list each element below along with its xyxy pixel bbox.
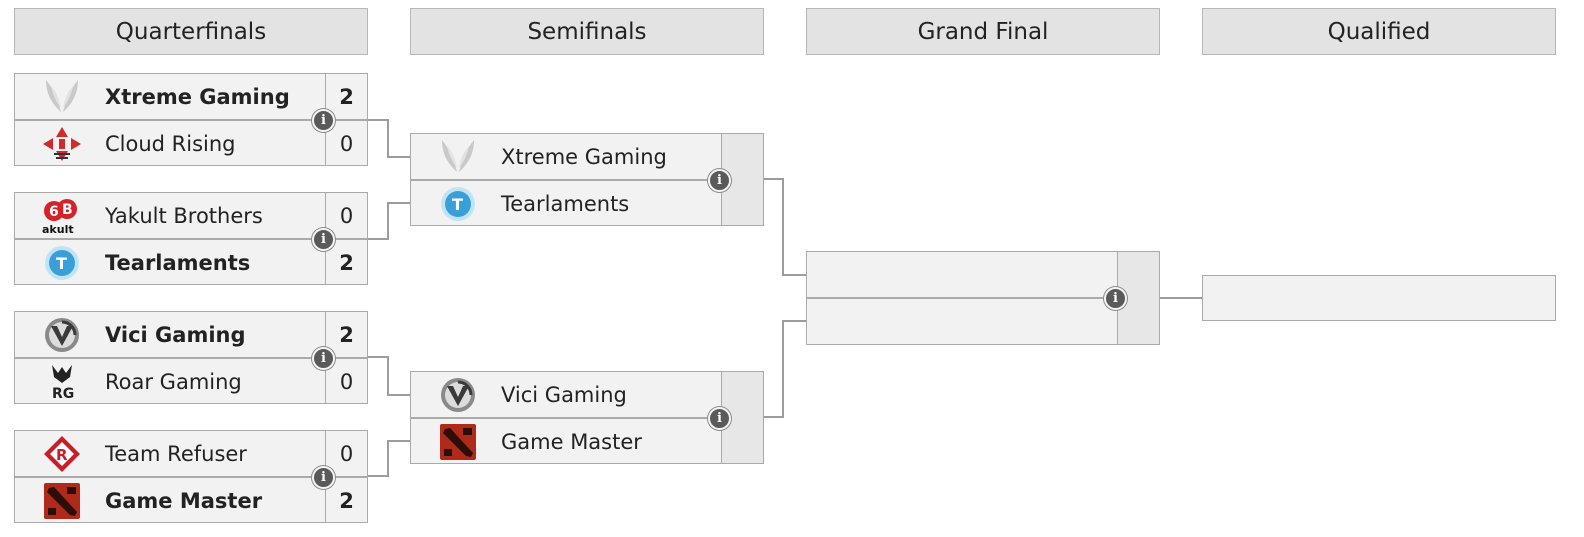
connector-line — [387, 202, 410, 204]
qf-match-4: R Team Refuser 0 Game Master 2 i — [14, 430, 368, 523]
team-name: Tearlaments — [105, 250, 251, 275]
team-score: 2 — [325, 478, 367, 523]
connector-line — [387, 394, 410, 396]
team-name: Roar Gaming — [105, 369, 242, 394]
match-info-icon[interactable]: i — [708, 169, 731, 192]
connector-line — [387, 356, 389, 395]
qf-4-top-slot[interactable]: R Team Refuser 0 — [15, 431, 367, 478]
svg-text:B: B — [62, 202, 73, 218]
team-name: Yakult Brothers — [105, 203, 263, 228]
qf-4-bottom-slot[interactable]: Game Master 2 — [15, 478, 367, 523]
connector-line — [368, 238, 388, 240]
roar-gaming-logo: RG — [35, 362, 89, 402]
team-score: 2 — [325, 74, 367, 119]
match-info-icon[interactable]: i — [708, 407, 731, 430]
game-master-logo — [35, 481, 89, 521]
round-header-grand-final: Grand Final — [806, 8, 1160, 55]
team-refuser-logo: R — [35, 434, 89, 474]
team-score: 2 — [325, 312, 367, 357]
match-info-icon[interactable]: i — [312, 466, 335, 489]
team-score: 2 — [325, 240, 367, 285]
qf-match-2: 6 B akult Yakult Brothers 0 T Tearlament… — [14, 192, 368, 285]
connector-line — [1160, 297, 1202, 299]
game-master-logo — [431, 422, 485, 462]
grand-final-bottom-slot[interactable] — [807, 299, 1117, 344]
qf-2-bottom-slot[interactable]: T Tearlaments 2 — [15, 240, 367, 285]
qf-2-top-slot[interactable]: 6 B akult Yakult Brothers 0 — [15, 193, 367, 240]
team-name: Xtreme Gaming — [105, 84, 290, 109]
svg-text:T: T — [452, 195, 463, 214]
connector-line — [368, 119, 388, 121]
connector-line — [387, 119, 389, 157]
team-score: 0 — [325, 193, 367, 238]
connector-line — [782, 320, 806, 322]
grand-final-top-slot[interactable] — [807, 252, 1117, 299]
vici-gaming-logo — [431, 375, 485, 415]
team-score: 0 — [325, 359, 367, 404]
vici-gaming-logo — [35, 315, 89, 355]
match-info-icon[interactable]: i — [312, 109, 335, 132]
qf-match-1: Xtreme Gaming 2 Cloud Rising 0 i — [14, 73, 368, 166]
qf-match-3: Vici Gaming 2 RG Roar Gaming 0 i — [14, 311, 368, 404]
xtreme-gaming-logo — [431, 137, 485, 177]
connector-line — [368, 356, 388, 358]
yakult-brothers-logo: 6 B akult — [35, 196, 89, 236]
sf-2-bottom-slot[interactable]: Game Master — [411, 419, 721, 464]
sf-match-2: Vici Gaming Game Master i — [410, 371, 764, 464]
team-name: Game Master — [105, 488, 263, 513]
round-header-semifinals: Semifinals — [410, 8, 764, 55]
round-header-qualified: Qualified — [1202, 8, 1556, 55]
sf-2-top-slot[interactable]: Vici Gaming — [411, 372, 721, 419]
connector-line — [764, 178, 784, 180]
connector-line — [387, 156, 410, 158]
xtreme-gaming-logo — [35, 77, 89, 117]
match-info-icon[interactable]: i — [312, 228, 335, 251]
grand-final-match: i — [806, 251, 1160, 345]
svg-text:RG: RG — [52, 386, 74, 401]
team-name: Game Master — [501, 429, 642, 454]
tearlaments-logo: T — [431, 184, 485, 224]
sf-1-top-slot[interactable]: Xtreme Gaming — [411, 134, 721, 181]
svg-text:akult: akult — [42, 223, 74, 235]
qualified-slot[interactable] — [1202, 275, 1556, 321]
team-name: Vici Gaming — [105, 322, 246, 347]
match-info-icon[interactable]: i — [1104, 287, 1127, 310]
team-score: 0 — [325, 121, 367, 166]
team-name: Vici Gaming — [501, 382, 627, 407]
svg-text:R: R — [56, 446, 68, 464]
svg-text:T: T — [56, 254, 67, 273]
team-name: Tearlaments — [501, 191, 630, 216]
cloud-rising-logo — [35, 124, 89, 164]
connector-line — [782, 274, 806, 276]
connector-line — [782, 320, 784, 418]
svg-text:6: 6 — [49, 204, 59, 220]
sf-match-1: Xtreme Gaming T Tearlaments i — [410, 133, 764, 226]
qf-1-top-slot[interactable]: Xtreme Gaming 2 — [15, 74, 367, 121]
connector-line — [782, 178, 784, 275]
sf-1-bottom-slot[interactable]: T Tearlaments — [411, 181, 721, 226]
qf-3-bottom-slot[interactable]: RG Roar Gaming 0 — [15, 359, 367, 404]
connector-line — [387, 202, 389, 240]
connector-line — [764, 416, 784, 418]
tearlaments-logo: T — [35, 243, 89, 283]
qf-1-bottom-slot[interactable]: Cloud Rising 0 — [15, 121, 367, 166]
team-name: Team Refuser — [105, 441, 247, 466]
round-header-quarterfinals: Quarterfinals — [14, 8, 368, 55]
qf-3-top-slot[interactable]: Vici Gaming 2 — [15, 312, 367, 359]
connector-line — [387, 440, 389, 477]
connector-line — [368, 475, 388, 477]
team-name: Cloud Rising — [105, 131, 236, 156]
team-score: 0 — [325, 431, 367, 476]
team-name: Xtreme Gaming — [501, 144, 667, 169]
match-info-icon[interactable]: i — [312, 347, 335, 370]
connector-line — [387, 440, 410, 442]
